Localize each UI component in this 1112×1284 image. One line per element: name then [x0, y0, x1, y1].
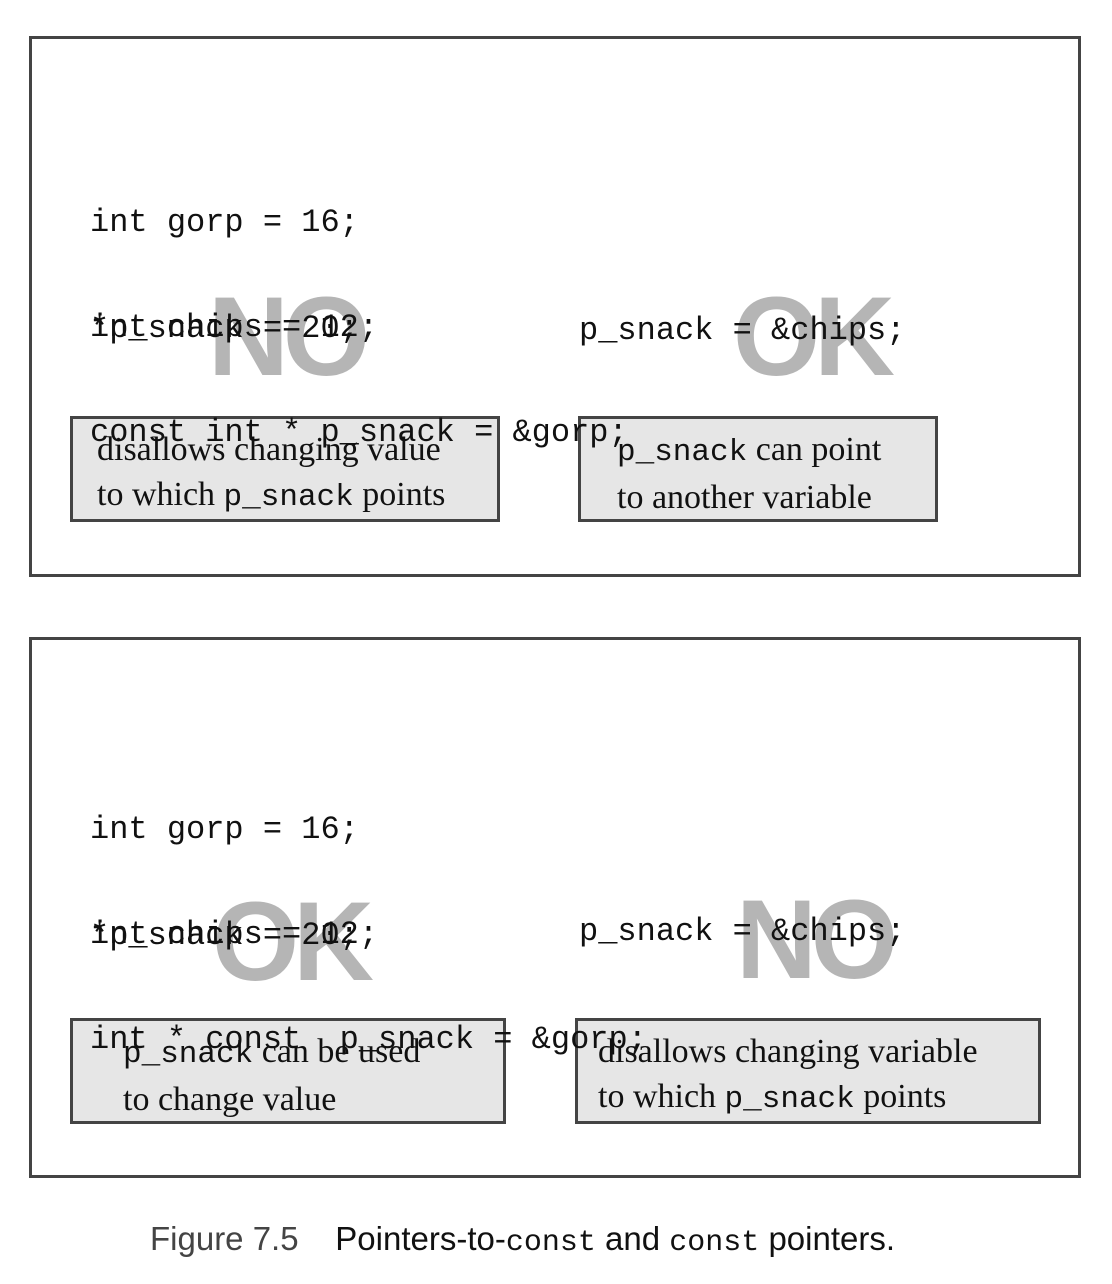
ok-stamp: OK	[212, 879, 374, 1004]
explanation-box: p_snack can be used to change value	[70, 1018, 506, 1124]
no-stamp: NO	[208, 274, 370, 399]
pointer-reassignment-statement: p_snack = &chips;	[579, 312, 906, 349]
code-identifier: p_snack	[724, 1082, 855, 1117]
declaration-line: int chips = 12;	[90, 309, 379, 346]
pointer-reassignment-statement: p_snack = &chips;	[579, 913, 906, 950]
no-stamp: NO	[736, 877, 898, 1002]
explanation-line: to which p_snack points	[598, 1074, 1038, 1122]
dereference-assignment-statement: *p_snack = 20;	[90, 310, 359, 347]
explanation-text: can point	[747, 431, 882, 468]
code-identifier: p_snack	[223, 480, 354, 515]
explanation-text: points	[854, 1078, 947, 1115]
caption-text: and	[595, 1220, 670, 1257]
declaration-line: int gorp = 16;	[90, 811, 359, 848]
caption-code: const	[505, 1226, 596, 1260]
explanation-box: p_snack can point to another variable	[578, 416, 938, 522]
explanation-line: disallows changing variable	[598, 1033, 978, 1070]
caption-text: pointers.	[759, 1220, 896, 1257]
explanation-text: to which	[97, 476, 224, 513]
pointer-to-const-panel: int gorp = 16; int chips = 12; const int…	[29, 36, 1081, 577]
code-identifier: p_snack	[617, 435, 748, 470]
code-identifier: p_snack	[123, 1037, 254, 1072]
declarations-code-block: int gorp = 16; int chips = 12; int * con…	[90, 742, 647, 1127]
caption-code: const	[669, 1226, 760, 1260]
const-pointer-panel: int gorp = 16; int chips = 12; int * con…	[29, 637, 1081, 1178]
caption-text: Pointers-to-	[335, 1220, 506, 1257]
ok-stamp: OK	[733, 274, 895, 399]
explanation-line: p_snack can be used	[123, 1029, 503, 1077]
declaration-line: const int * p_snack = &gorp;	[90, 414, 628, 451]
declaration-line: int chips = 12;	[90, 916, 379, 953]
explanation-text: to which	[598, 1078, 725, 1115]
explanation-line: to change value	[123, 1081, 337, 1118]
explanation-text: can be used	[253, 1033, 421, 1070]
explanation-line: to which p_snack points	[97, 472, 497, 520]
explanation-text: points	[353, 476, 446, 513]
explanation-box: disallows changing value to which p_snac…	[70, 416, 500, 522]
figure-number: Figure 7.5	[150, 1220, 299, 1257]
figure-caption: Figure 7.5 Pointers-to-const and const p…	[150, 1220, 895, 1260]
dereference-assignment-statement: *p_snack = 20;	[90, 917, 359, 954]
declaration-line: int gorp = 16;	[90, 204, 359, 241]
explanation-line: disallows changing value	[97, 431, 441, 468]
explanation-line: to another variable	[617, 479, 872, 516]
declaration-line: int * const p_snack = &gorp;	[90, 1021, 647, 1058]
declarations-code-block: int gorp = 16; int chips = 12; const int…	[90, 135, 628, 520]
explanation-box: disallows changing variable to which p_s…	[575, 1018, 1041, 1124]
explanation-line: p_snack can point	[617, 427, 935, 475]
